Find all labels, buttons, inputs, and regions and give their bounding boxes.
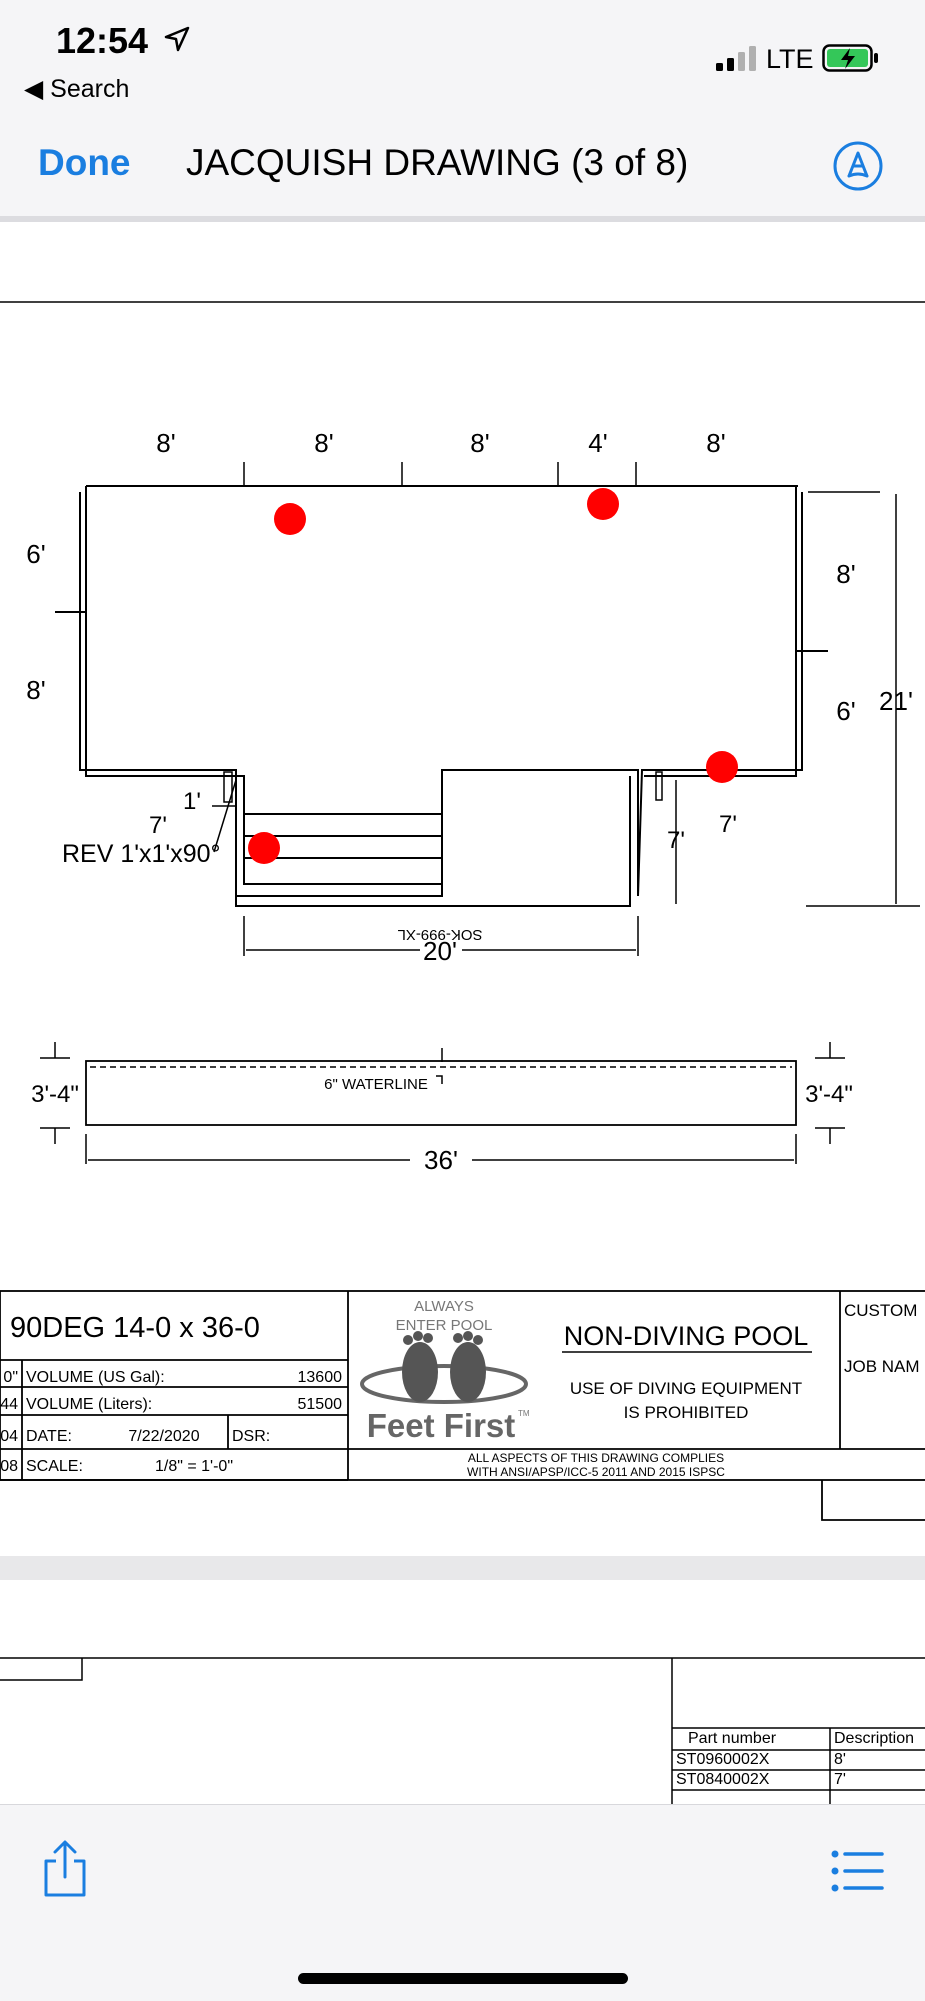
home-indicator[interactable]	[298, 1973, 628, 1984]
red-marker-2	[587, 488, 619, 520]
pool-section-view	[40, 1042, 845, 1164]
mirrored-model-label: SOK-999-XL	[397, 926, 482, 943]
left-dim-2: 8'	[26, 675, 45, 705]
volume-gal-value: 13600	[298, 1369, 343, 1386]
row-prefix-4: 08	[0, 1458, 18, 1475]
logo-main-text: Feet First	[367, 1407, 516, 1444]
row-prefix-2: 44	[0, 1396, 18, 1413]
section-left-depth: 3'-4"	[31, 1081, 79, 1108]
status-time: 12:54	[56, 20, 149, 61]
volume-liters-label: VOLUME (Liters):	[26, 1396, 152, 1413]
part-number-cell: ST0960002X	[676, 1751, 770, 1768]
document-title: JACQUISH DRAWING (3 of 8)	[186, 142, 689, 183]
top-dim-1: 8'	[156, 428, 175, 458]
description-cell: 7'	[834, 1771, 846, 1788]
section-right-depth: 3'-4"	[805, 1081, 853, 1108]
battery-charging-icon	[822, 44, 878, 72]
title-block	[0, 1290, 925, 1521]
row-prefix-1: 0"	[3, 1369, 18, 1386]
network-type: LTE	[766, 44, 814, 74]
pool-drawing: 8' 8' 8' 4' 8' 6' 8' 8' 6' 21' 1' 7' 7' …	[0, 301, 925, 1521]
cellular-signal-icon	[716, 46, 756, 71]
waterline-label: 6" WATERLINE	[324, 1076, 428, 1093]
logo-tm: TM	[518, 1409, 530, 1418]
left-foot-icon	[402, 1342, 438, 1402]
right-dim-2: 6'	[836, 696, 855, 726]
non-diving-title: NON-DIVING POOL	[564, 1321, 809, 1351]
row-prefix-3: 04	[0, 1428, 18, 1445]
description-cell: 8'	[834, 1751, 846, 1768]
table-row: ST0840002X 7'	[672, 1770, 925, 1790]
step-dim-3: 7'	[667, 827, 685, 854]
status-bar: 12:54 ◀ Search LTE	[0, 0, 925, 110]
list-icon[interactable]	[830, 1849, 884, 1893]
compliance-line-1: ALL ASPECTS OF THIS DRAWING COMPLIES	[468, 1451, 724, 1465]
document-page[interactable]: 8' 8' 8' 4' 8' 6' 8' 8' 6' 21' 1' 7' 7' …	[0, 222, 925, 1550]
table-row: ST0960002X 8'	[672, 1750, 925, 1770]
scale-value: 1/8" = 1'-0"	[155, 1458, 233, 1475]
job-name-label: JOB NAM	[844, 1357, 920, 1376]
date-label: DATE:	[26, 1428, 72, 1445]
next-page[interactable]: Part number Description ST0960002X 8' ST…	[0, 1580, 925, 1810]
volume-liters-value: 51500	[298, 1396, 343, 1413]
step-dim-4: 7'	[719, 811, 737, 838]
scale-label: SCALE:	[26, 1458, 83, 1475]
navigation-bar: Done JACQUISH DRAWING (3 of 8)	[0, 110, 925, 222]
next-page-drawing	[0, 1657, 925, 1810]
red-marker-4	[248, 832, 280, 864]
overall-width-dim: 21'	[879, 686, 913, 716]
top-dim-2: 8'	[314, 428, 333, 458]
model-name: 90DEG 14-0 x 36-0	[10, 1312, 260, 1344]
red-marker-1	[274, 503, 306, 535]
page-separator	[0, 1556, 925, 1580]
rev-label: REV 1'x1'x90°	[62, 840, 221, 868]
description-header: Description	[834, 1730, 915, 1747]
step-dim-1: 1'	[183, 788, 201, 815]
done-button[interactable]: Done	[38, 142, 131, 183]
logo-line-1: ALWAYS	[414, 1298, 474, 1315]
part-number-cell: ST0840002X	[676, 1771, 770, 1788]
dsr-label: DSR:	[232, 1428, 270, 1445]
volume-gal-label: VOLUME (US Gal):	[26, 1369, 165, 1386]
feet-first-logo: ALWAYS ENTER POOL Feet First TM	[360, 1298, 530, 1444]
top-dim-4: 4'	[588, 428, 607, 458]
red-marker-3	[706, 751, 738, 783]
warning-line-1: USE OF DIVING EQUIPMENT	[570, 1379, 802, 1398]
left-dim-1: 6'	[26, 539, 45, 569]
bottom-toolbar	[0, 1804, 925, 2001]
section-length-dim: 36'	[424, 1145, 458, 1175]
customer-label: CUSTOM	[844, 1301, 917, 1320]
warning-line-2: IS PROHIBITED	[624, 1403, 749, 1422]
share-icon[interactable]	[40, 1839, 90, 1899]
part-number-header: Part number	[688, 1730, 777, 1747]
back-to-search-link[interactable]: ◀ Search	[24, 75, 130, 103]
bottom-dim: 20'	[423, 936, 457, 966]
pool-plan-view	[55, 462, 920, 956]
logo-line-2: ENTER POOL	[396, 1317, 493, 1334]
step-dim-2: 7'	[149, 812, 167, 839]
top-dim-5: 8'	[706, 428, 725, 458]
markup-pen-icon[interactable]	[832, 140, 884, 192]
right-dim-1: 8'	[836, 559, 855, 589]
parts-header: Part number Description	[672, 1728, 925, 1750]
top-dim-3: 8'	[470, 428, 489, 458]
compliance-line-2: WITH ANSI/APSP/ICC-5 2011 AND 2015 ISPSC	[467, 1465, 725, 1479]
location-arrow-icon	[164, 26, 190, 52]
date-value: 7/22/2020	[128, 1428, 199, 1445]
right-foot-icon	[450, 1342, 486, 1402]
